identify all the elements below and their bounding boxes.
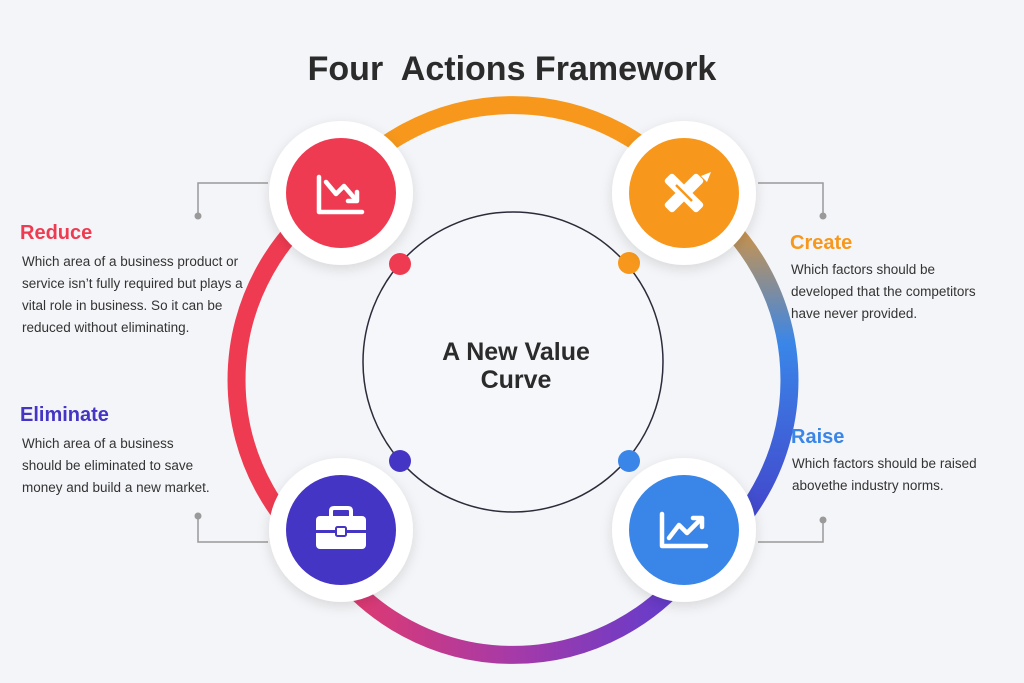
diagram-title: Four Actions Framework	[307, 50, 717, 88]
reduce-description-line: reduced without eliminating.	[22, 320, 190, 335]
node-eliminate	[269, 458, 413, 602]
reduce-description: Which area of a business product or serv…	[22, 251, 292, 339]
reduce-description-line: vital role in business. So it can be	[22, 298, 223, 313]
eliminate-description-line: Which area of a business	[22, 436, 174, 451]
create-label: Create	[790, 232, 853, 254]
center-label-line-2: Curve	[480, 366, 552, 394]
node-reduce	[269, 121, 413, 265]
eliminate-description-line: should be eliminated to save	[22, 458, 194, 473]
inner-dot-reduce	[389, 253, 411, 275]
raise-label: Raise	[791, 426, 845, 448]
inner-dot-create	[618, 252, 640, 274]
ring-segment-bottom	[325, 559, 701, 664]
node-create	[612, 121, 756, 265]
reduce-description-line: service isn’t fully required but plays a	[22, 276, 243, 291]
raise-description-line: Which factors should be raised	[792, 456, 977, 471]
connector-create	[758, 182, 824, 214]
connector-raise	[758, 522, 824, 543]
create-description-line: Which factors should be	[791, 262, 936, 277]
create-description-line: developed that the competitors	[791, 284, 976, 299]
create-description: Which factors should be developed that t…	[791, 259, 1016, 325]
briefcase-icon	[316, 506, 366, 549]
trending-down-chart-icon	[316, 174, 365, 215]
center-label: A New Value Curve	[412, 338, 620, 394]
eliminate-description: Which area of a business should be elimi…	[22, 433, 272, 499]
trending-up-chart-icon	[659, 511, 709, 549]
center-label-line-1: A New Value	[442, 338, 590, 366]
connector-eliminate	[197, 518, 268, 543]
reduce-label: Reduce	[20, 222, 93, 244]
raise-description: Which factors should be raised abovethe …	[792, 453, 1017, 497]
eliminate-label: Eliminate	[20, 404, 109, 426]
inner-dot-raise	[618, 450, 640, 472]
connector-reduce	[197, 182, 268, 214]
inner-dot-eliminate	[389, 450, 411, 472]
eliminate-description-line: money and build a new market.	[22, 480, 210, 495]
create-description-line: have never provided.	[791, 306, 918, 321]
raise-description-line: abovethe industry norms.	[792, 478, 944, 493]
inner-circle	[362, 211, 664, 513]
reduce-description-line: Which area of a business product or	[22, 254, 239, 269]
node-raise	[612, 458, 756, 602]
